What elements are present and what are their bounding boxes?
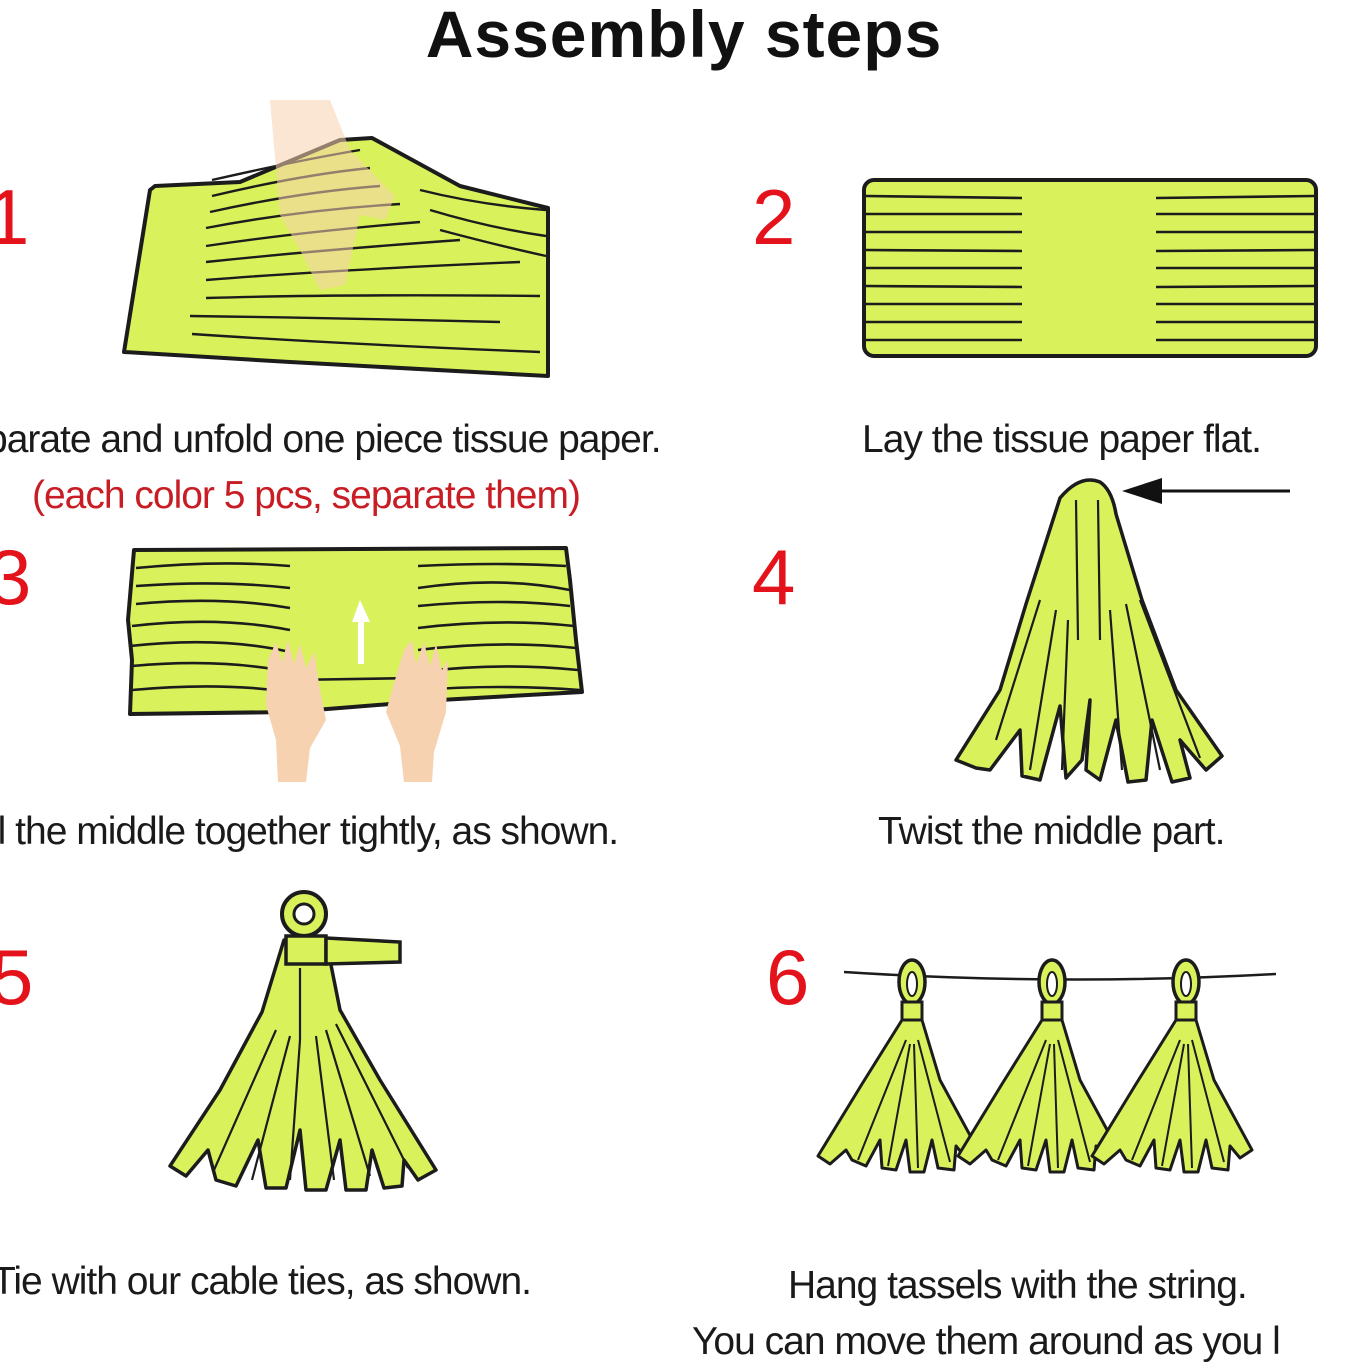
step-6-illustration bbox=[816, 958, 1277, 1174]
page-title: Assembly steps bbox=[425, 0, 943, 71]
step-6-number: 6 bbox=[766, 933, 810, 1021]
step-6-caption-2: You can move them around as you l bbox=[692, 1320, 1281, 1363]
step-1-caption: parate and unfold one piece tissue paper… bbox=[0, 418, 662, 461]
step-5-caption: Tie with our cable ties, as shown. bbox=[0, 1260, 532, 1303]
step-4-number: 4 bbox=[752, 533, 796, 621]
step-6-caption: Hang tassels with the string. bbox=[788, 1264, 1248, 1307]
hanging-tassel-2 bbox=[956, 958, 1120, 1174]
step-1-number: 1 bbox=[0, 173, 30, 261]
hanging-tassel-3 bbox=[1090, 958, 1254, 1174]
step-3-number: 3 bbox=[0, 533, 32, 621]
step-2-number: 2 bbox=[752, 173, 796, 261]
step-5-illustration bbox=[168, 890, 438, 1192]
hanging-tassel-1 bbox=[816, 958, 980, 1174]
step-4-caption: Twist the middle part. bbox=[878, 810, 1225, 853]
step-1-note: (each color 5 pcs, separate them) bbox=[32, 474, 581, 517]
step-2-caption: Lay the tissue paper flat. bbox=[862, 418, 1262, 461]
step-2-illustration bbox=[862, 178, 1318, 358]
step-1-illustration bbox=[122, 100, 550, 378]
step-5-number: 5 bbox=[0, 933, 34, 1021]
step-3-caption: ll the middle together tightly, as shown… bbox=[0, 810, 619, 853]
step-3-illustration bbox=[126, 546, 584, 782]
step-4-illustration bbox=[954, 478, 1290, 784]
